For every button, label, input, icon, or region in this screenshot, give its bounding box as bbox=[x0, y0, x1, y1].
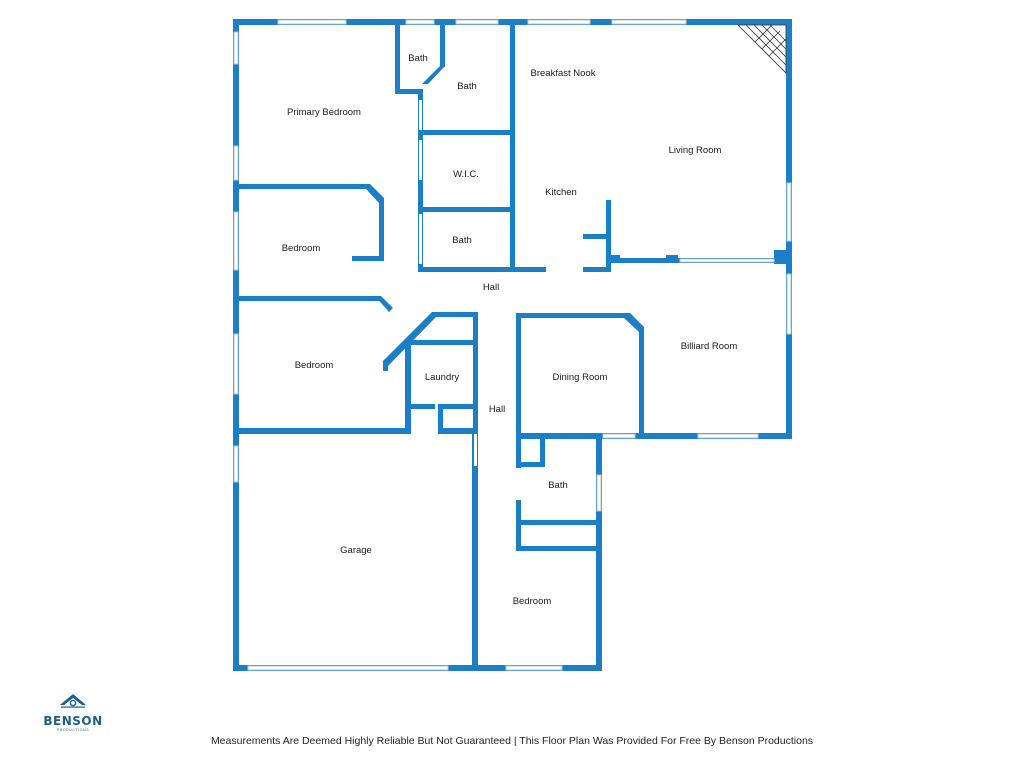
floor-plan: Primary Bedroom Bath Bath Breakfast Nook… bbox=[233, 19, 792, 671]
room-label-wic: W.I.C. bbox=[453, 169, 479, 180]
room-label-hall: Hall bbox=[483, 282, 499, 293]
room-label-bedroom: Bedroom bbox=[282, 243, 321, 254]
room-label-bedroom: Bedroom bbox=[513, 596, 552, 607]
fireplace-icon bbox=[737, 24, 787, 74]
house-logo-icon bbox=[60, 694, 86, 708]
room-label-bath: Bath bbox=[548, 480, 568, 491]
room-label-breakfast-nook: Breakfast Nook bbox=[531, 68, 596, 79]
room-label-bath: Bath bbox=[457, 81, 477, 92]
room-labels: Primary Bedroom Bath Bath Breakfast Nook… bbox=[282, 53, 738, 607]
room-label-laundry: Laundry bbox=[425, 372, 460, 383]
room-label-dining-room: Dining Room bbox=[553, 372, 608, 383]
benson-logo: BENSON PRODUCTIONS bbox=[38, 693, 108, 732]
room-label-bath: Bath bbox=[452, 235, 472, 246]
room-label-billiard-room: Billiard Room bbox=[681, 341, 738, 352]
room-label-bedroom: Bedroom bbox=[295, 360, 334, 371]
room-label-living-room: Living Room bbox=[669, 145, 722, 156]
room-label-primary-bedroom: Primary Bedroom bbox=[287, 107, 361, 118]
logo-name: BENSON bbox=[43, 714, 103, 728]
room-label-bath: Bath bbox=[408, 53, 428, 64]
room-label-garage: Garage bbox=[340, 545, 372, 556]
room-label-hall: Hall bbox=[489, 404, 505, 415]
disclaimer-footer: Measurements Are Deemed Highly Reliable … bbox=[210, 735, 814, 747]
room-label-kitchen: Kitchen bbox=[545, 187, 577, 198]
door-openings bbox=[353, 100, 583, 503]
logo-subtitle: PRODUCTIONS bbox=[56, 728, 90, 732]
windows bbox=[233, 19, 792, 671]
interior-walls bbox=[233, 19, 792, 551]
